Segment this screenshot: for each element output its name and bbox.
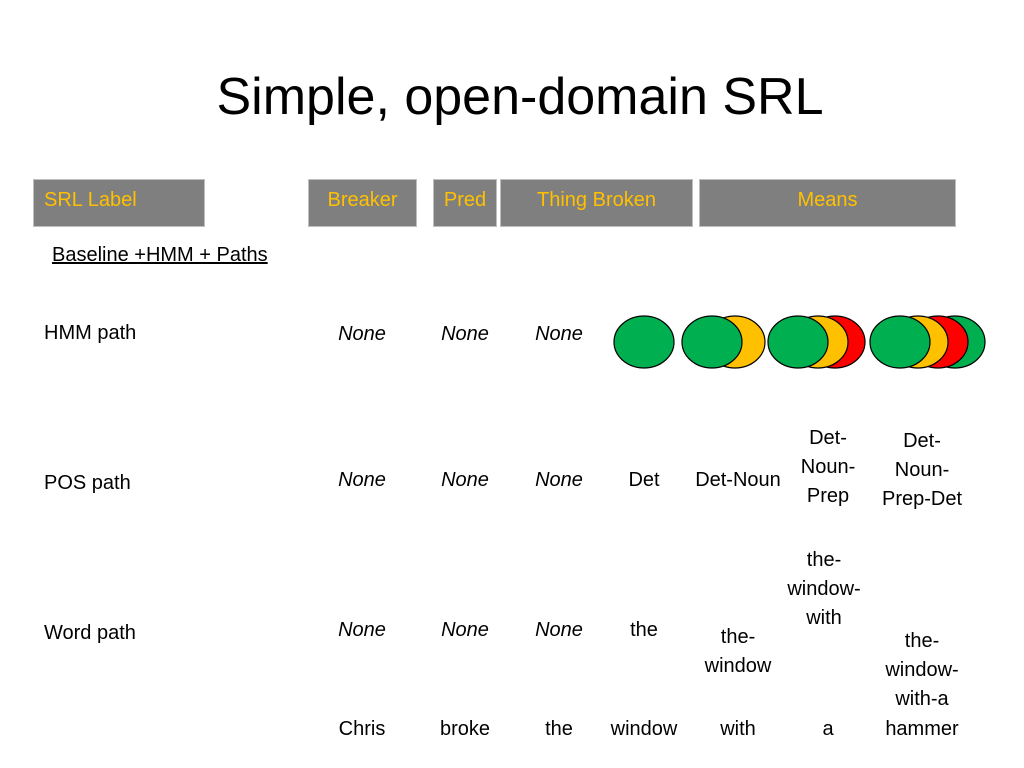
- pos-cell-det: Det: [628, 469, 660, 491]
- pred-label-text: Pred: [443, 189, 487, 211]
- hmm-state-green-circle: [767, 315, 829, 369]
- hmm-cell-breaker: None: [338, 323, 386, 345]
- breaker-header: Breaker: [308, 179, 417, 227]
- word-cell-the-window-with-a: the- window- with-a: [885, 630, 959, 710]
- word-cell-thing: None: [535, 619, 583, 641]
- pred-header: Pred: [433, 179, 497, 227]
- pos-cell-thing: None: [535, 469, 583, 491]
- pos-cell-pred: None: [441, 469, 489, 491]
- thing-broken-header: Thing Broken: [500, 179, 693, 227]
- token-with: with: [720, 718, 756, 740]
- token-hammer: hammer: [885, 718, 959, 740]
- word-cell-the-window-with: the- window- with: [787, 549, 861, 629]
- hmm-state-green-circle: [869, 315, 931, 369]
- hmm-cell-thing: None: [535, 323, 583, 345]
- means-label-text: Means: [797, 189, 858, 211]
- word-cell-the-window: the- window: [704, 626, 772, 677]
- means-header: Means: [699, 179, 956, 227]
- word-path-label: Word path: [44, 622, 136, 644]
- token-window: window: [610, 718, 678, 740]
- hmm-state-green-circle: [613, 315, 675, 369]
- breaker-label-text: Breaker: [327, 189, 398, 211]
- pos-cell-breaker: None: [338, 469, 386, 491]
- word-cell-breaker: None: [338, 619, 386, 641]
- pos-path-label: POS path: [44, 472, 131, 494]
- pos-cell-det-noun-prep-det: Det- Noun- Prep-Det: [881, 430, 963, 510]
- word-cell-pred: None: [441, 619, 489, 641]
- hmm-cell-pred: None: [441, 323, 489, 345]
- hmm-state-green-circle: [681, 315, 743, 369]
- token-chris: Chris: [338, 718, 386, 740]
- pos-cell-det-noun-prep: Det- Noun- Prep: [800, 427, 856, 507]
- srl-label-text: SRL Label: [44, 189, 137, 211]
- token-the: the: [545, 718, 573, 740]
- thing-broken-label-text: Thing Broken: [537, 189, 656, 211]
- slide-title: Simple, open-domain SRL: [216, 68, 824, 126]
- pos-cell-det-noun: Det-Noun: [695, 469, 781, 491]
- hmm-path-label: HMM path: [44, 322, 137, 344]
- srl-label-header: SRL Label: [33, 179, 205, 227]
- word-cell-the: the: [630, 619, 658, 641]
- token-a: a: [822, 718, 834, 740]
- token-broke: broke: [439, 718, 491, 740]
- baseline-heading: Baseline +HMM + Paths: [52, 244, 268, 266]
